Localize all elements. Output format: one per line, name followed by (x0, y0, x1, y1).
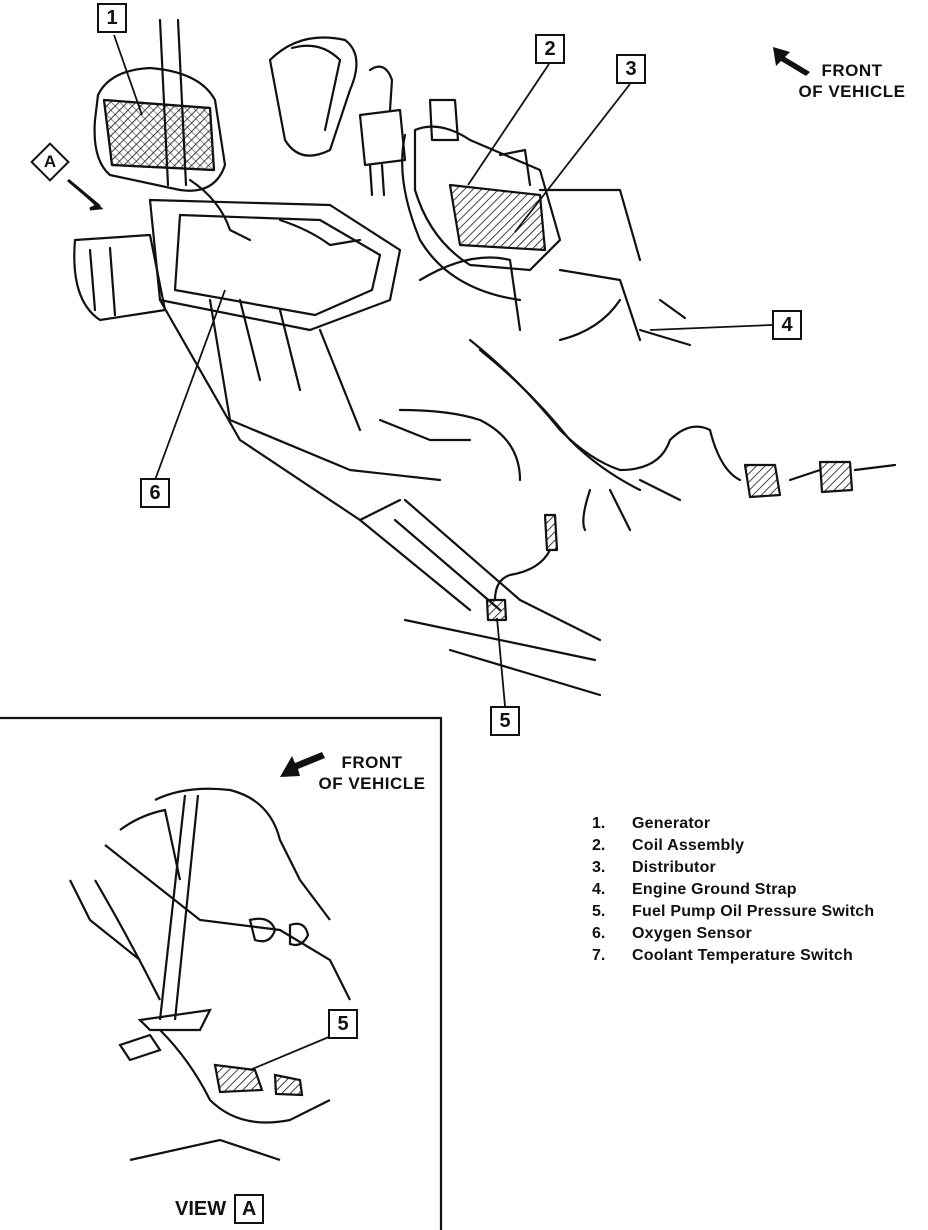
legend-number: 4. (592, 881, 606, 898)
legend-number: 3. (592, 859, 606, 876)
callout-5-inset: 5 (328, 1009, 358, 1039)
legend-item: 6. Oxygen Sensor (592, 925, 922, 947)
legend-label: Distributor (632, 859, 716, 876)
distributor-drawing (401, 98, 642, 342)
front-of-vehicle-label: FRONT OF VEHICLE (798, 61, 906, 101)
oil-pressure-switch-drawing (403, 513, 602, 697)
legend-item: 5. Fuel Pump Oil Pressure Switch (592, 903, 922, 925)
legend-number: 2. (592, 837, 606, 854)
legend-number: 1. (592, 815, 606, 832)
legend-number: 7. (592, 947, 606, 964)
callout-4: 4 (772, 310, 802, 340)
callout-5: 5 (490, 706, 520, 736)
view-a-inset (0, 716, 443, 1230)
legend-item: 7. Coolant Temperature Switch (592, 947, 922, 969)
legend-number: 5. (592, 903, 606, 920)
view-a-caption: VIEW A (175, 1194, 265, 1224)
legend-label: Coil Assembly (632, 837, 745, 854)
arrow-icon (280, 752, 325, 777)
legend-label: Engine Ground Strap (632, 881, 797, 898)
legend-label: Oxygen Sensor (632, 925, 752, 942)
callout-2: 2 (535, 34, 565, 64)
view-letter-box: A (234, 1194, 265, 1224)
callout-3: 3 (616, 54, 646, 84)
legend-item: 4. Engine Ground Strap (592, 881, 922, 903)
throttle-body-drawing (268, 36, 407, 197)
callout-1: 1 (97, 3, 127, 33)
generator-drawing (93, 18, 227, 192)
legend-label: Fuel Pump Oil Pressure Switch (632, 903, 875, 920)
legend-number: 6. (592, 925, 606, 942)
view-a-marker-label: A (43, 152, 57, 171)
arrow-icon (67, 178, 104, 211)
leader-lines (113, 34, 773, 1071)
legend-item: 1. Generator (592, 815, 922, 837)
view-word: VIEW (175, 1197, 227, 1220)
wiring-harness-drawing (468, 298, 897, 532)
callout-6: 6 (140, 478, 170, 508)
legend-item: 2. Coil Assembly (592, 837, 922, 859)
engine-block-drawing (73, 178, 602, 642)
legend-label: Generator (632, 815, 711, 832)
arrow-icon (773, 47, 810, 76)
legend-item: 3. Distributor (592, 859, 922, 881)
front-of-vehicle-inset-label: FRONT OF VEHICLE (318, 753, 426, 793)
legend: 1. Generator 2. Coil Assembly 3. Distributo… (592, 815, 922, 969)
legend-label: Coolant Temperature Switch (632, 947, 853, 964)
